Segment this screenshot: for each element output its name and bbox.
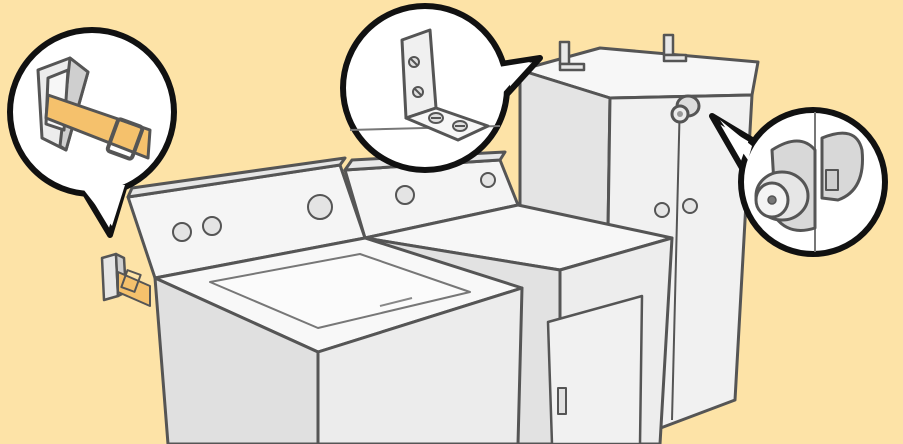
dryer-knob-left xyxy=(396,186,414,204)
dryer-knob-right xyxy=(481,173,495,187)
cabinet-knob-left xyxy=(655,203,669,217)
keyhole xyxy=(768,196,776,204)
washer-knob-2 xyxy=(203,217,221,235)
washer-knob-1 xyxy=(173,223,191,241)
dryer-door-handle xyxy=(558,388,566,414)
bracket-vertical-plate xyxy=(402,30,436,118)
washer-knob-3 xyxy=(308,195,332,219)
lock-latch xyxy=(826,170,838,190)
dryer-door xyxy=(548,296,642,444)
cabinet-knob-right xyxy=(683,199,697,213)
